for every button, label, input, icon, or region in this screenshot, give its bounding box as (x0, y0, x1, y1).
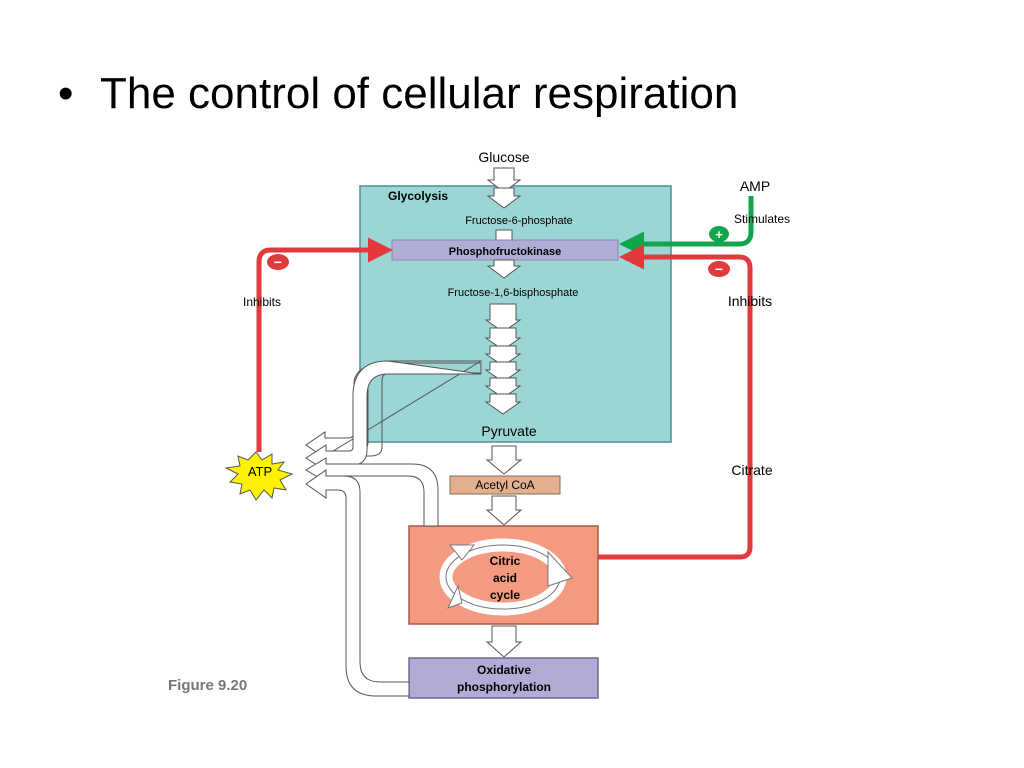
atp-inhibits-pfk-line (256, 237, 393, 452)
minus-badge-left (267, 254, 289, 270)
amp-stimulates-pfk-line (619, 196, 754, 257)
plus-badge (709, 226, 729, 242)
atp-yield-arrows (305, 360, 483, 697)
minus-sign-right: − (715, 261, 723, 277)
stimulates-label: Stimulates (734, 212, 790, 226)
acetyl-coa-label: Acetyl CoA (475, 478, 534, 492)
oxphos-box (408, 657, 599, 699)
citric-label-line2: acid (493, 571, 517, 585)
citric-label-line3: cycle (490, 588, 520, 602)
plus-sign: + (715, 227, 723, 242)
arrow-f6p-to-pfk (495, 229, 513, 241)
oxphos-label-line1: Oxidative (477, 663, 531, 677)
acetyl-coa-box (449, 475, 561, 495)
oxphos-label-line2: phosphorylation (457, 680, 551, 694)
atp-starburst-icon (224, 451, 294, 501)
citric-label-line1: Citric (490, 554, 521, 568)
amp-label: AMP (740, 178, 770, 194)
fructose-16-bisphosphate-label: Fructose-1,6-bisphosphate (448, 287, 579, 299)
minus-badge-right (708, 261, 730, 277)
glucose-label: Glucose (478, 149, 530, 165)
atp-label: ATP (248, 464, 272, 479)
bullet-icon: • (58, 69, 74, 118)
cycle-arrows-icon (439, 538, 573, 616)
inhibits-label-right: Inhibits (728, 293, 772, 309)
citrate-label: Citrate (731, 462, 772, 478)
slide-title: • The control of cellular respiration (58, 66, 738, 122)
arrow-citric-to-oxphos (485, 625, 523, 658)
arrow-pyruvate-to-acetylcoa (485, 445, 523, 475)
inhibits-label-left: Inhibits (243, 295, 281, 309)
arrow-glucose-to-f6p (486, 167, 522, 209)
fructose-6-phosphate-label: Fructose-6-phosphate (465, 215, 573, 227)
arrow-acetylcoa-to-citric (485, 495, 523, 526)
figure-label: Figure 9.20 (168, 677, 247, 694)
arrow-f16bp-to-pyruvate (484, 303, 522, 415)
minus-sign-left: − (274, 254, 282, 270)
pfk-label: Phosphofructokinase (449, 246, 561, 258)
arrow-pfk-to-f16bp (486, 259, 522, 279)
pyruvate-label: Pyruvate (481, 423, 536, 439)
glycolysis-label: Glycolysis (388, 189, 448, 203)
title-text: The control of cellular respiration (100, 69, 739, 118)
citrate-inhibits-pfk-line (598, 244, 753, 560)
